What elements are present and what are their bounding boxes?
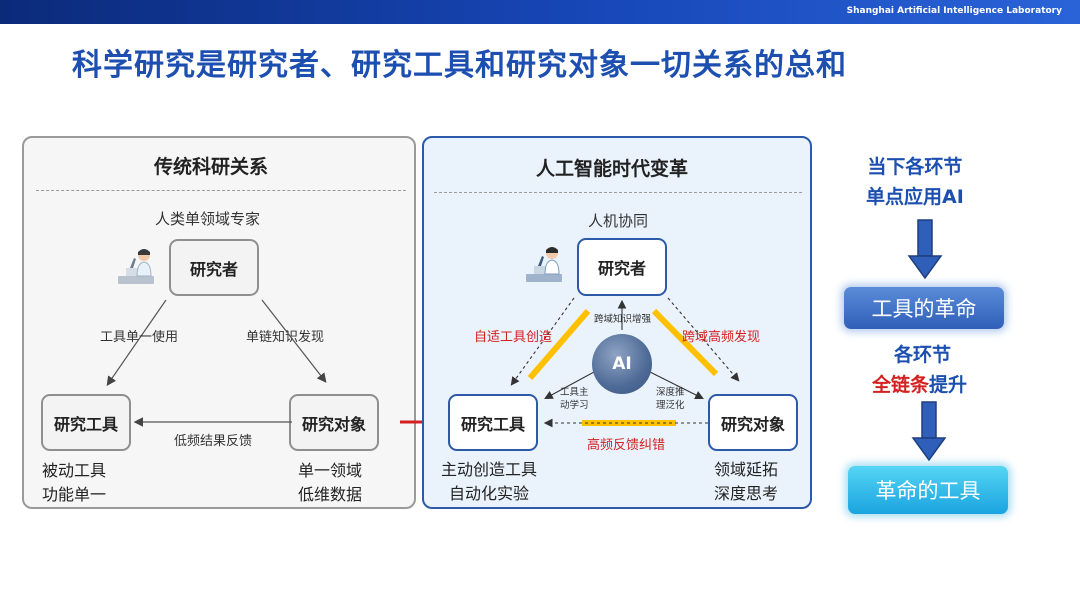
edge-label-tool-use: 工具单一使用 xyxy=(100,330,179,345)
down-arrow-icon xyxy=(911,401,947,462)
edge-label-single-chain: 单链知识发现 xyxy=(246,330,325,345)
top-banner xyxy=(0,0,1080,24)
traditional-object-desc: 单一领域 低维数据 xyxy=(298,461,363,504)
edge-label-cross-domain: 跨域高频发现 xyxy=(682,330,761,345)
traditional-researcher-node: 研究者 xyxy=(169,239,259,296)
ai-tool-node: 研究工具 xyxy=(448,394,538,451)
ai-label-knowledge: 跨域知识增强 xyxy=(594,314,652,325)
each-stage-label: 各环节 xyxy=(894,344,952,366)
traditional-tool-desc: 被动工具 功能单一 xyxy=(42,461,107,504)
yellow-band-left xyxy=(527,309,591,380)
lab-name: Shanghai Artificial Intelligence Laborat… xyxy=(846,6,1062,16)
ai-spoke-right xyxy=(649,371,704,399)
full-chain-label: 全链条提升 xyxy=(872,374,968,396)
revolutionary-tool-box: 革命的工具 xyxy=(848,466,1008,514)
edge-researcher-object xyxy=(261,299,327,383)
ai-label-reasoning: 深度推 理泛化 xyxy=(656,387,685,411)
edge-label-high-feedback: 高频反馈纠错 xyxy=(587,438,666,453)
ai-object-desc: 领域延拓 深度思考 xyxy=(714,460,779,503)
edge-label-low-feedback: 低频结果反馈 xyxy=(174,434,253,449)
traditional-subtitle: 人类单领域专家 xyxy=(155,210,261,228)
traditional-object-node: 研究对象 xyxy=(289,394,379,451)
ai-era-divider xyxy=(434,192,802,193)
ai-spoke-left xyxy=(544,371,595,400)
tool-revolution-box: 工具的革命 xyxy=(844,287,1004,329)
yellow-band-right xyxy=(651,308,719,377)
ai-center-circle: AI xyxy=(592,334,652,394)
edge-researcher-tool xyxy=(106,299,167,386)
ai-researcher-node: 研究者 xyxy=(577,238,667,296)
ai-era-subtitle: 人机协同 xyxy=(588,212,649,230)
scientist-icon xyxy=(118,249,154,284)
traditional-title: 传统科研关系 xyxy=(154,156,269,178)
traditional-divider xyxy=(36,190,406,191)
ai-era-title: 人工智能时代变革 xyxy=(536,158,689,180)
ai-label-tool-learning: 工具主 动学习 xyxy=(560,387,589,411)
ai-object-node: 研究对象 xyxy=(708,394,798,451)
scientist-icon xyxy=(526,247,562,282)
current-stage-heading: 当下各环节 单点应用AI xyxy=(866,156,964,208)
down-arrow-icon xyxy=(907,219,943,280)
ai-tool-desc: 主动创造工具 自动化实验 xyxy=(441,460,538,503)
edge-label-adaptive-tool: 自适工具创造 xyxy=(474,330,553,345)
page-title: 科学研究是研究者、研究工具和研究对象一切关系的总和 xyxy=(72,48,847,83)
traditional-tool-node: 研究工具 xyxy=(41,394,131,451)
